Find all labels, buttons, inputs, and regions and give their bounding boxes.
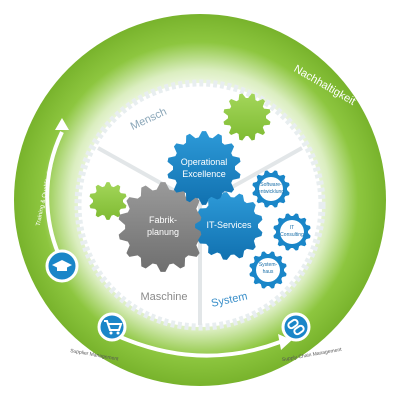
gear-group	[89, 93, 311, 289]
small-gear-label-it: IT	[290, 225, 294, 231]
bottom-arrowhead	[278, 334, 292, 350]
left-arrowhead	[55, 118, 69, 130]
green-gear-top-right	[223, 93, 271, 141]
small-gear-label-haus: haus	[263, 269, 274, 275]
bottom-arc-arrow	[117, 334, 281, 358]
gear-label-it-services: IT-Services	[206, 220, 252, 230]
cart-icon	[97, 312, 127, 342]
gear-it-services	[195, 192, 263, 260]
gear-label-operational: Operational	[181, 157, 228, 167]
small-gear-systemhaus-center	[256, 258, 280, 282]
gear-label-excellence: Excellence	[182, 169, 226, 179]
small-gear-label-entwicklung: entwicklung	[258, 189, 284, 195]
gear-label-planung: planung	[147, 227, 179, 237]
small-gear-it-consulting-center	[280, 220, 304, 244]
left-arc-arrow	[45, 131, 64, 263]
gear-label-fabrik: Fabrik-	[149, 215, 177, 225]
gear-fabrikplanung	[118, 182, 208, 272]
inner-disc-teeth	[74, 79, 326, 331]
gear-operational-excellence	[167, 131, 241, 205]
small-gear-label-consulting: Consulting	[280, 232, 304, 238]
small-gear-software-center	[259, 177, 283, 201]
graduation-cap-icon	[45, 249, 79, 283]
green-gear-left	[89, 182, 127, 220]
chain-link-icon	[281, 312, 311, 342]
sector-label-maschine: Maschine	[140, 291, 187, 303]
small-gear-label-software: Software-	[260, 182, 282, 188]
small-gear-label-system: System-	[259, 262, 278, 268]
